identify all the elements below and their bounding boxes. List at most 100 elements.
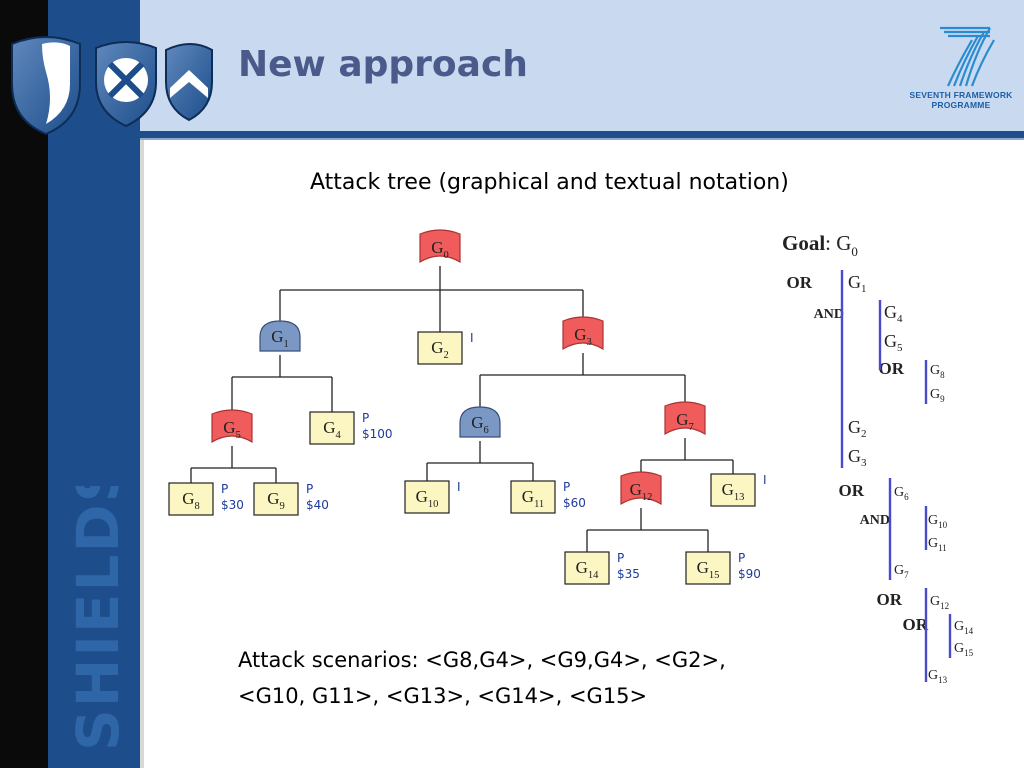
node-annotation: $30 [221,498,244,512]
header-rule [140,131,1024,138]
slide-title: New approach [238,44,528,85]
textual-goal-ref: G2 [848,417,867,440]
node-label: G5 [223,418,241,441]
node-annotation: P [738,551,745,565]
textual-goal-ref: G7 [894,563,909,580]
or-gate-shape [419,229,461,264]
node-label: G3 [574,325,592,348]
textual-operator: AND [814,307,844,322]
node-annotation: $40 [306,498,329,512]
textual-operator: AND [860,513,890,528]
textual-line: AND G10 [860,513,948,530]
tree-node-g15: G15 P $90 [685,551,761,585]
or-gate-shape [620,471,662,506]
textual-goal-ref: G15 [954,641,974,658]
node-annotation: I [470,331,474,345]
header-rule-light [140,138,1024,140]
leaf-box [168,482,214,516]
tree-node-g3: G3 [562,316,604,351]
or-gate-shape [562,316,604,351]
tree-node-g5: G5 [211,409,253,444]
tree-node-g12: G12 [620,471,662,506]
node-label: G7 [676,410,694,433]
node-annotation: I [763,473,767,487]
textual-line: OR G14 [903,615,974,636]
textual-goal-ref: G12 [930,594,949,611]
textual-goal-ref: G14 [954,619,974,636]
tree-node-g10: G10 I [404,480,461,514]
node-annotation: P [617,551,624,565]
tree-node-g13: G13 I [710,473,767,507]
node-annotation: $90 [738,567,761,581]
node-annotation: P [221,482,228,496]
node-label: G1 [271,327,289,350]
and-gate-shape [459,406,501,438]
leaf-box [309,411,355,445]
node-annotation: P [563,480,570,494]
fp7-logo-icon [940,26,995,87]
textual-line: OR G1 [787,272,867,295]
tree-node-g7: G7 [664,401,706,436]
textual-goal-ref: G10 [928,513,948,530]
textual-operator: OR [879,359,905,378]
node-label: G8 [182,489,200,512]
textual-goal-ref: G8 [930,363,945,380]
node-label: G14 [576,558,600,581]
node-label: G2 [431,338,449,361]
textual-goal-ref: G4 [884,302,903,325]
tree-node-g1: G1 [259,320,301,352]
textual-operator: OR [787,273,813,292]
textual-goal-ref: G3 [848,446,867,469]
chevron-shield-icon [165,43,213,122]
tree-node-g4: G4P$100 [309,411,393,445]
textual-line: OR G12 [877,590,950,611]
header-band [140,0,1024,132]
textual-goal-ref: G1 [848,272,867,295]
textual-goal-ref: G5 [884,331,903,354]
shield-icon [11,36,81,136]
node-annotation: I [457,480,461,494]
textual-line: OR G6 [839,481,910,502]
tree-node-g6: G6 [459,406,501,438]
node-annotation: $100 [362,427,393,441]
textual-goal-ref: G9 [930,387,945,404]
brand-word-text: SHIELDS [64,486,132,751]
fp7-line-1: SEVENTH FRAMEWORK [909,90,1013,100]
node-annotation: $35 [617,567,640,581]
textual-goal: Goal: G0 [782,231,858,259]
tree-node-g9: G9P$40 [253,482,329,516]
leaf-box [253,482,299,516]
textual-line: G15 [954,641,974,658]
node-label: G6 [471,413,489,436]
node-annotation: $60 [563,496,586,510]
node-label: G13 [722,480,745,503]
node-label: G9 [267,489,285,512]
textual-line: G5 [884,331,903,354]
leaf-box [710,473,756,507]
node-label: G10 [416,487,439,510]
tree-node-g2: G2 I [417,331,474,365]
slide-subtitle: Attack tree (graphical and textual notat… [310,170,789,195]
textual-operator: OR [877,590,903,609]
tree-node-g8: G8 P $30 [168,482,244,516]
scenarios-line-2: <G10, G11>, <G13>, <G14>, <G15> [238,684,648,708]
scenarios-line-1: Attack scenarios: <G8,G4>, <G9,G4>, <G2>… [238,648,726,672]
leaf-box [510,480,556,514]
textual-line: G3 [848,446,867,469]
node-label: G15 [697,558,720,581]
textual-line: G11 [928,536,947,553]
textual-operator: OR [903,615,929,634]
textual-operator: OR [839,481,865,500]
shields-logo [11,36,213,136]
tree-node-g14: G14 P $35 [564,551,640,585]
textual-goal-ref: G6 [894,485,909,502]
brand-vertical-word: SHIELDS [64,486,132,751]
textual-line: G13 [928,668,948,685]
node-label: G4 [323,418,341,441]
leaf-box [685,551,731,585]
crossed-shield-icon [95,41,157,128]
textual-line: AND G4 [814,302,903,325]
fp7-line-2: PROGRAMME [931,100,991,110]
